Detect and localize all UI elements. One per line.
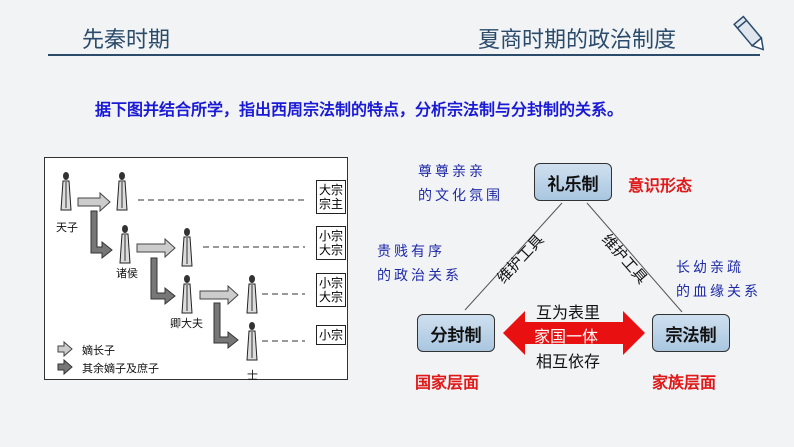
ideology-label: 意识形态 [628, 176, 693, 195]
page-title: 夏商时期的政治制度 [478, 28, 677, 53]
tag-line: 小宗 [318, 229, 343, 243]
tag-line: 大宗 [318, 290, 343, 304]
rank-label: 天子 [56, 221, 78, 234]
unity-label: 家国一体 [534, 327, 599, 346]
node-enfeoffment: 分封制 [417, 314, 495, 352]
pencil-icon [733, 15, 765, 51]
note-line: 贵贱有序 [377, 244, 445, 260]
right-note: 长幼亲疏的血缘关系 [676, 256, 761, 304]
lineage-diagram [44, 157, 348, 380]
question-text: 据下图并结合所学，指出西周宗法制的特点，分析宗法制与分封制的关系。 [95, 100, 624, 119]
legend-eldest-son: 嫡长子 [82, 344, 115, 357]
section-title: 先秦时期 [82, 28, 171, 53]
tag-line: 小宗 [318, 276, 343, 290]
clan-tag: 小宗 [316, 325, 346, 345]
node-patriarchal-clan: 宗法制 [652, 314, 730, 352]
interdependent-label: 相互依存 [536, 352, 601, 371]
note-line: 的文化氛围 [418, 188, 503, 204]
note-line: 的血缘关系 [676, 284, 761, 300]
tag-line: 小宗 [318, 328, 343, 342]
legend-other-sons: 其余嫡子及庶子 [82, 362, 159, 375]
edge-right [586, 202, 683, 313]
tag-line: 大宗 [318, 183, 343, 197]
tag-line: 大宗 [318, 243, 343, 257]
note-line: 尊尊亲亲 [418, 164, 486, 180]
note-line: 长幼亲疏 [676, 260, 744, 276]
rank-label: 卿大夫 [170, 317, 203, 330]
edge-left [464, 202, 563, 311]
double-arrow [503, 311, 645, 355]
header-divider [48, 54, 760, 56]
left-note: 贵贱有序的政治关系 [377, 240, 462, 288]
clan-tag: 小宗大宗 [316, 226, 346, 260]
rank-label: 诸侯 [116, 267, 138, 280]
clan-tag: 大宗宗主 [316, 180, 346, 214]
rank-label: 士 [247, 369, 258, 382]
family-level-label: 家族层面 [652, 373, 717, 392]
clan-tag: 小宗大宗 [316, 273, 346, 307]
top-note: 尊尊亲亲的文化氛围 [418, 160, 503, 208]
state-level-label: 国家层面 [415, 373, 480, 392]
node-rites-music: 礼乐制 [534, 163, 612, 201]
mutual-label: 互为表里 [536, 303, 601, 322]
note-line: 的政治关系 [377, 268, 462, 284]
tag-line: 宗主 [318, 197, 343, 211]
